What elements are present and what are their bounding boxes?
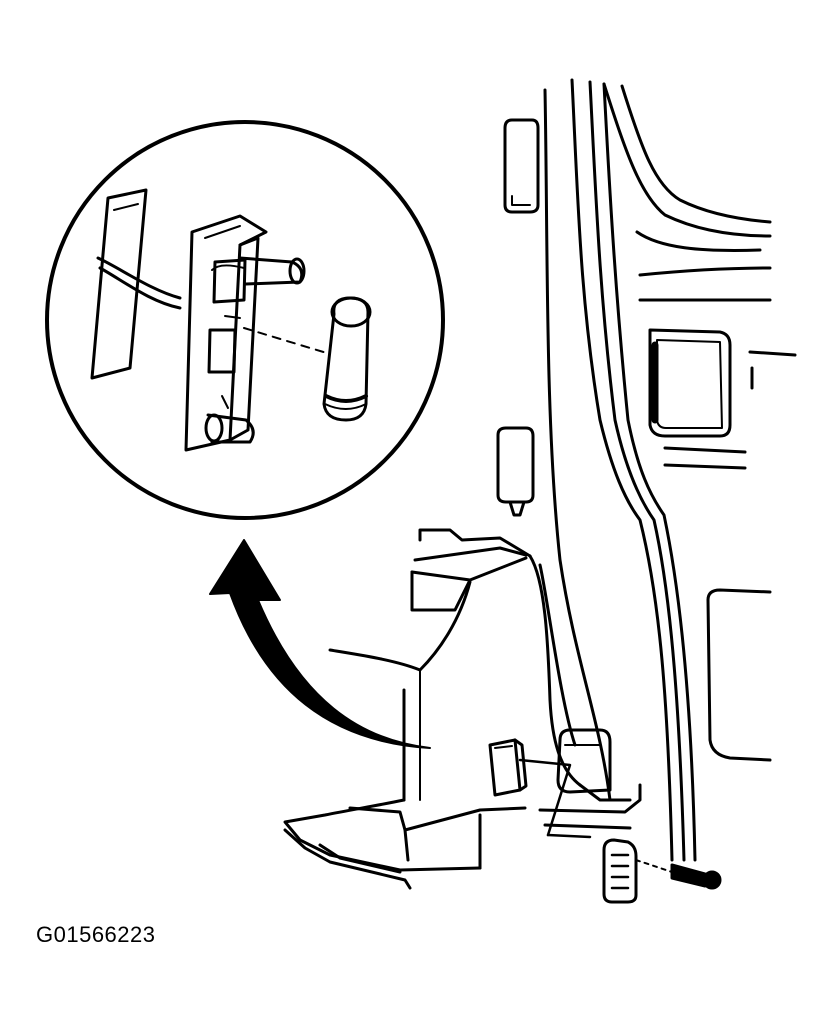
courtesy-lamp-housing xyxy=(283,528,642,890)
bulb-alignment-line xyxy=(243,327,331,355)
lamp-socket xyxy=(184,214,306,452)
retaining-screw xyxy=(602,838,722,904)
door-jamb-panel xyxy=(496,78,797,862)
lamp-lens xyxy=(488,728,612,839)
detail-magnifier-circle xyxy=(45,120,445,520)
figure-id-label: G01566223 xyxy=(36,922,156,947)
festoon-bulb xyxy=(322,296,372,422)
callout-arrow xyxy=(209,539,431,749)
wire-harness xyxy=(90,188,182,380)
